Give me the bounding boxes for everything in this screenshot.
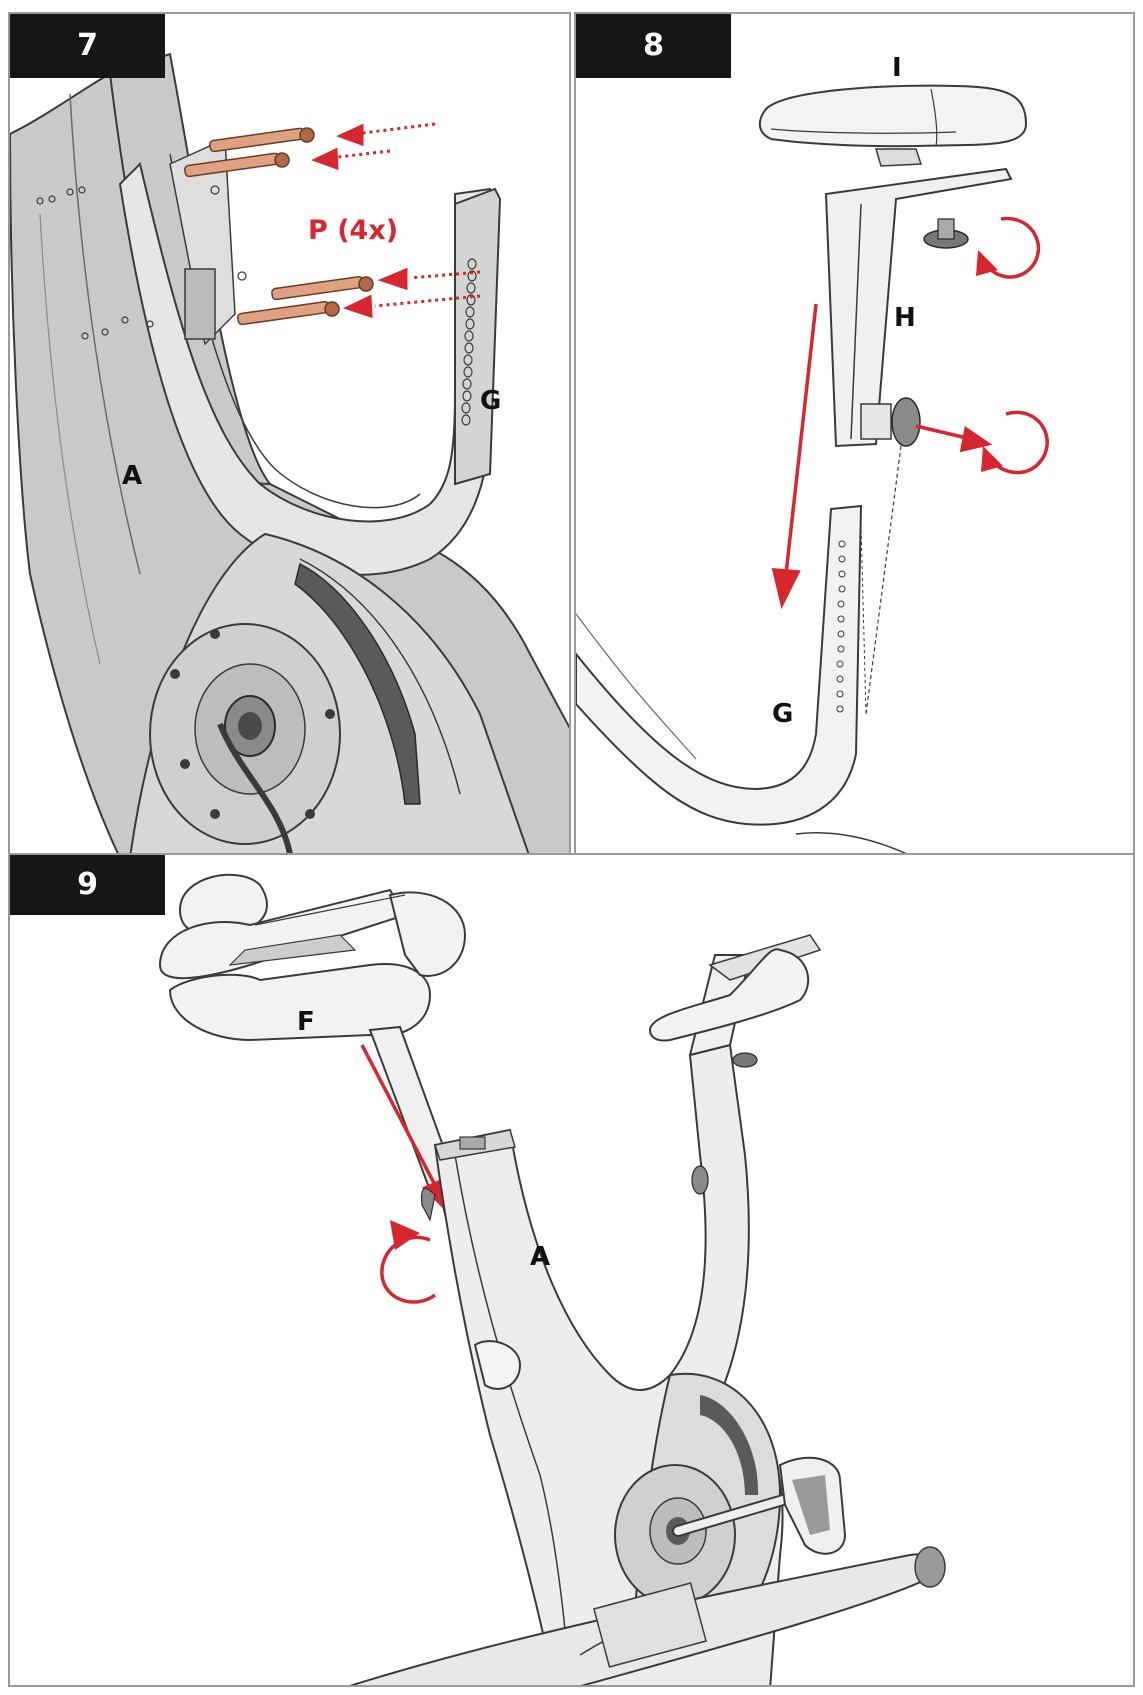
frame-label: A — [122, 461, 142, 491]
step-number-badge: 9 — [10, 855, 165, 915]
bolts-label: P (4x) — [308, 215, 398, 246]
seat-post-holder — [576, 504, 863, 826]
seat-label: I — [892, 53, 902, 83]
handlebar — [158, 873, 467, 1042]
rear-plate — [454, 187, 502, 486]
vent-grille — [294, 562, 421, 805]
rotate-arrow — [380, 1235, 437, 1304]
seat — [648, 948, 810, 1042]
step-7-panel: P (4x) G A 7 — [8, 12, 571, 856]
step-number-badge: 8 — [576, 14, 731, 78]
step-9-illustration: F A — [158, 873, 946, 1685]
step-8-arrows — [771, 303, 993, 610]
seat-slider-label: H — [894, 303, 916, 333]
seat-post-holder-label: G — [480, 386, 501, 416]
step-9-panel: F A 9 — [8, 853, 1135, 1687]
bolts — [184, 127, 374, 326]
seat-slider — [824, 167, 1013, 448]
step-8-panel: I H G 8 — [574, 12, 1135, 856]
step-number-badge: 7 — [10, 14, 165, 78]
seat — [758, 84, 1028, 148]
step-8-illustration: I H G — [576, 53, 1049, 854]
rotate-arrows — [984, 216, 1049, 475]
bolt-arrows — [311, 122, 481, 319]
rear-plate-holes — [461, 258, 477, 426]
handlebar-label: F — [297, 1007, 315, 1037]
seat-post-holder-label: G — [772, 699, 793, 729]
step-7-illustration: P (4x) G A — [10, 52, 569, 854]
frame-label: A — [530, 1242, 550, 1272]
vent-grille — [700, 1395, 759, 1495]
